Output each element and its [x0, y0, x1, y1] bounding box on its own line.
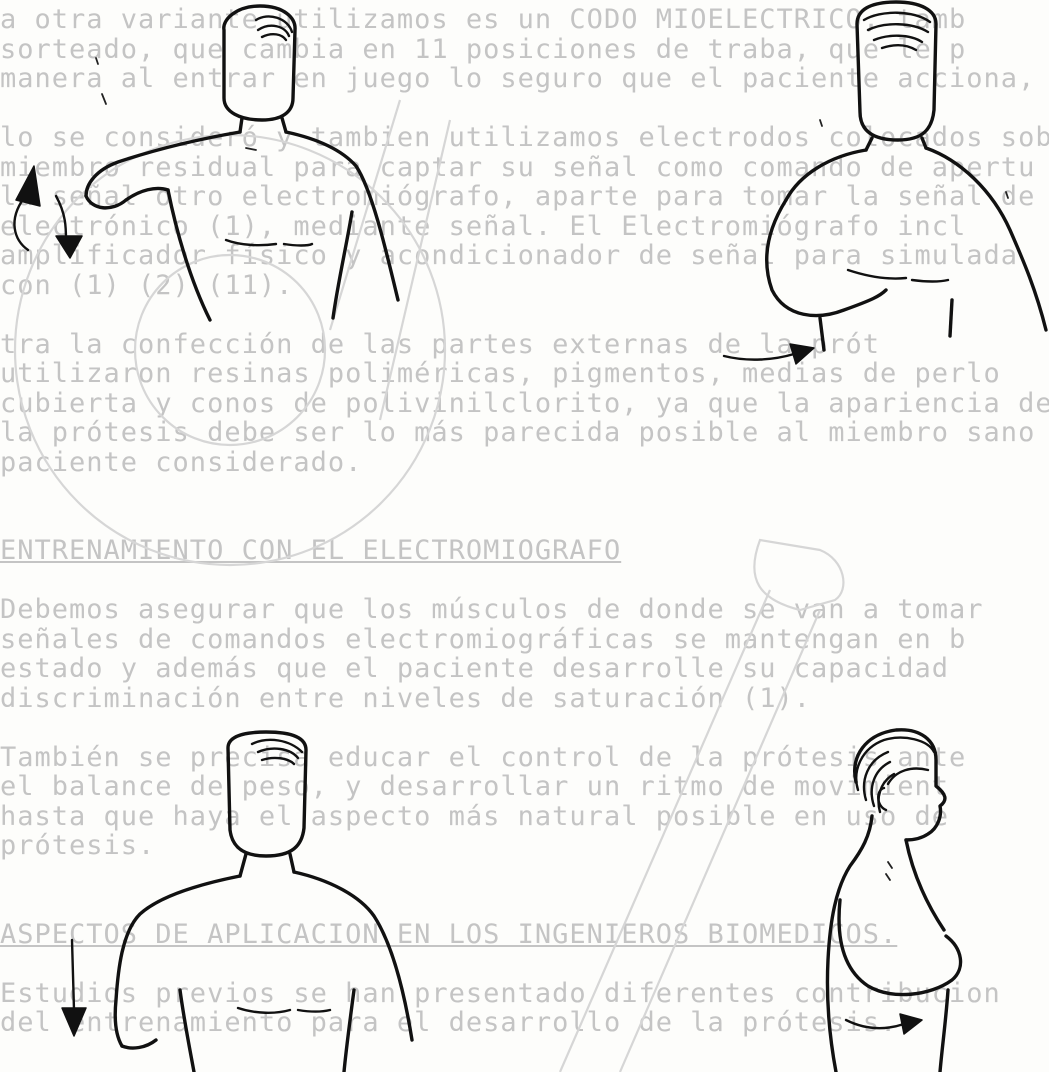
figure-top-right [724, 2, 1046, 364]
figure-bottom-right [827, 730, 960, 1072]
figure-bottom-left [62, 732, 412, 1072]
figure-top-left [14, 6, 398, 320]
